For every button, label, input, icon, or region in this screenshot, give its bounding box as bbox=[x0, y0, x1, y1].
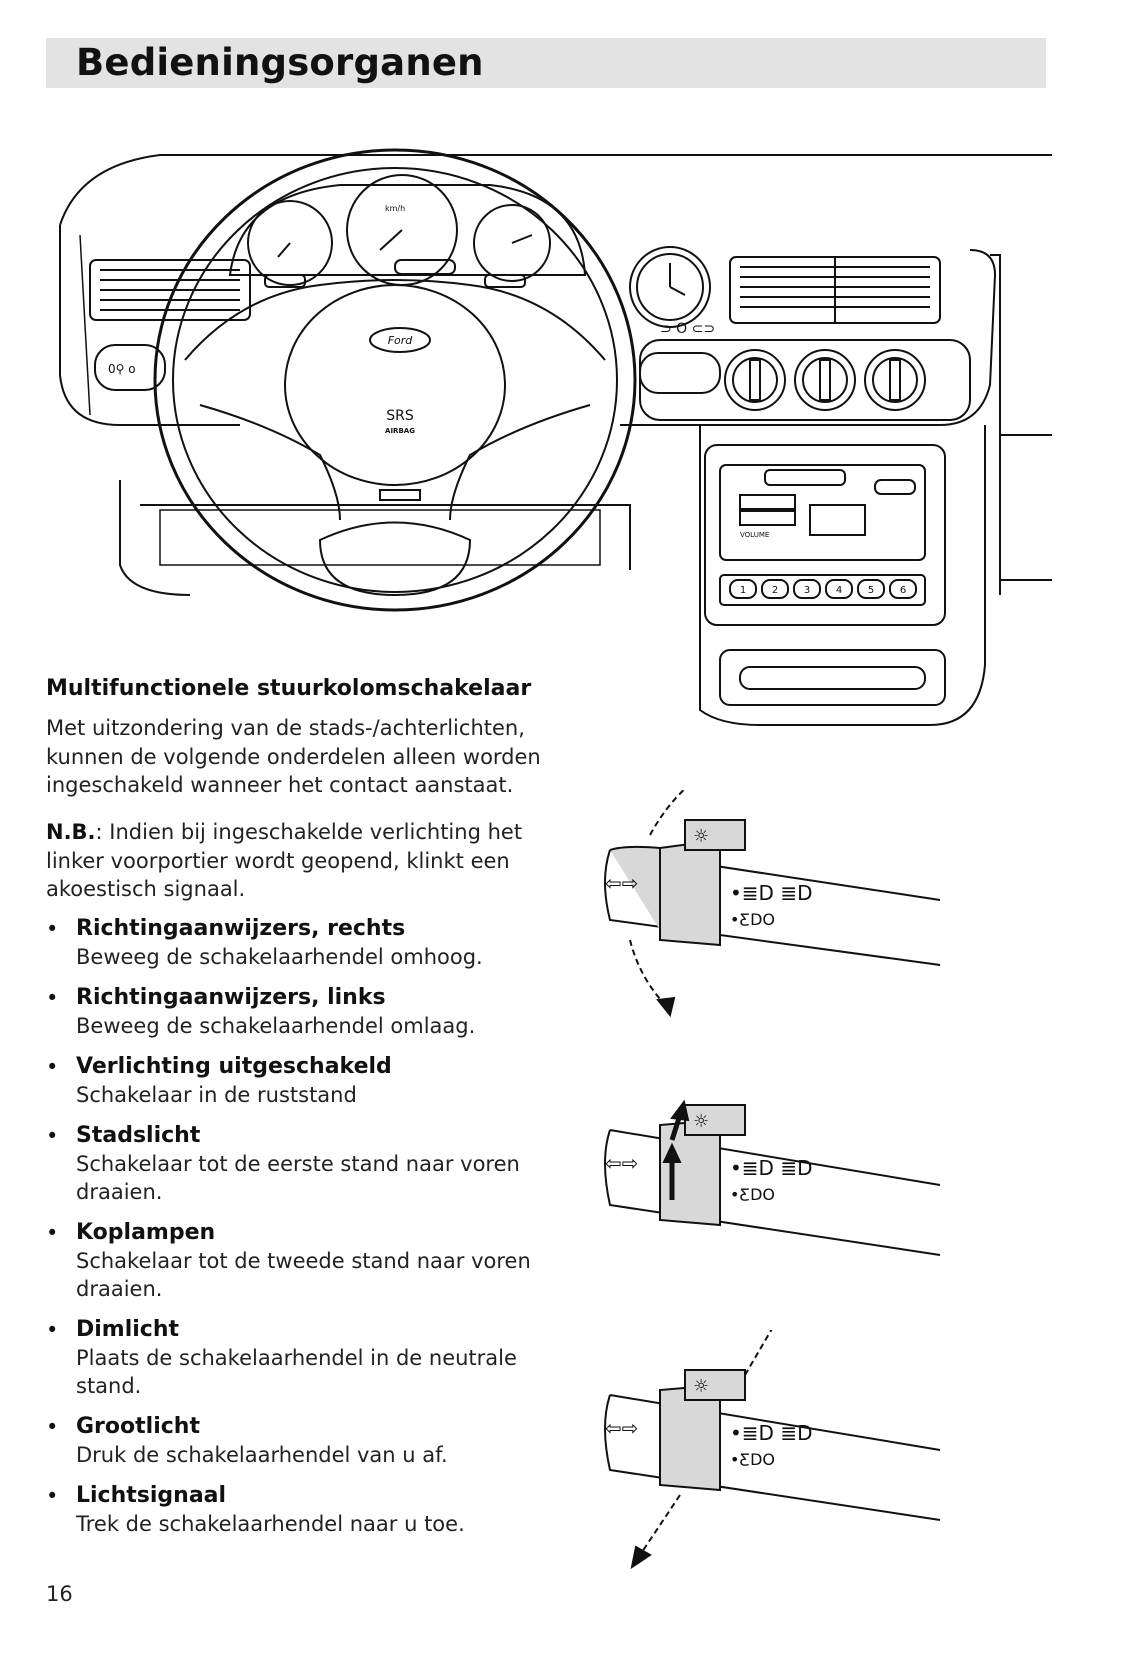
intro-paragraph: Met uitzondering van de stads-/achterlic… bbox=[46, 716, 541, 797]
light-switch bbox=[94, 344, 166, 391]
item-description: Schakelaar tot de eerste stand naar vore… bbox=[76, 1152, 520, 1204]
heater-controls bbox=[639, 339, 971, 421]
item-description: Beweeg de schakelaarhendel omlaag. bbox=[76, 1014, 476, 1038]
radio-preset-button bbox=[793, 579, 821, 599]
airbag-label: AIRBAG bbox=[385, 427, 415, 435]
item-title: Dimlicht bbox=[76, 1317, 180, 1342]
bullet-icon: • bbox=[46, 1415, 59, 1439]
item-description: Druk de schakelaarhendel van u af. bbox=[76, 1443, 448, 1467]
radio-preset-label: 4 bbox=[836, 585, 842, 596]
right-air-vent bbox=[729, 256, 941, 324]
header-bar: Bedieningsorganen bbox=[46, 38, 1046, 88]
item-description: Schakelaar tot de tweede stand naar vore… bbox=[76, 1249, 531, 1301]
svg-text:☼: ☼ bbox=[693, 1376, 709, 1397]
item-description: Trek de schakelaarhendel naar u toe. bbox=[76, 1512, 465, 1536]
ford-logo-text: Ford bbox=[388, 334, 414, 347]
item-description: Beweeg de schakelaarhendel omhoog. bbox=[76, 945, 483, 969]
bullet-icon: • bbox=[46, 917, 59, 941]
svg-text:⇦⇨: ⇦⇨ bbox=[605, 1151, 639, 1175]
item-description: Schakelaar in de ruststand bbox=[76, 1083, 357, 1107]
ford-logo bbox=[369, 327, 431, 353]
note-label: N.B. bbox=[46, 820, 96, 844]
radio-volume-label: VOLUME bbox=[740, 531, 769, 539]
radio-preset-label: 3 bbox=[804, 585, 810, 596]
radio-preset-label: 2 bbox=[772, 585, 778, 596]
radio-preset-button bbox=[889, 579, 917, 599]
page-title: Bedieningsorganen bbox=[76, 41, 484, 84]
bullet-icon: • bbox=[46, 986, 59, 1010]
clock-icon bbox=[629, 246, 711, 328]
note-paragraph: N.B.: Indien bij ingeschakelde verlichti… bbox=[46, 818, 586, 904]
svg-text:⇦⇨: ⇦⇨ bbox=[605, 1416, 639, 1440]
left-air-vent bbox=[89, 259, 251, 321]
svg-text:⇦⇨: ⇦⇨ bbox=[605, 871, 639, 895]
stalk-turn-signal-illustration: ☼ ⇦⇨ •≣D ≣D •ƸDO bbox=[604, 790, 941, 1018]
bullet-icon: • bbox=[46, 1055, 59, 1079]
bullet-icon: • bbox=[46, 1484, 59, 1508]
svg-text:•ƸDO: •ƸDO bbox=[730, 910, 775, 929]
svg-text:⊃ O ⊂⊃: ⊃ O ⊂⊃ bbox=[660, 321, 715, 337]
svg-text:☼: ☼ bbox=[693, 1111, 709, 1132]
instrument-cluster: km/h bbox=[228, 174, 587, 288]
radio-preset-button bbox=[857, 579, 885, 599]
radio-preset-button bbox=[825, 579, 853, 599]
srs-label: SRS bbox=[386, 408, 414, 424]
svg-text:•ƸDO: •ƸDO bbox=[730, 1185, 775, 1204]
svg-text:•≣D ≣D: •≣D ≣D bbox=[730, 1156, 812, 1180]
stalk-high-beam-illustration: ☼ ⇦⇨ •≣D ≣D •ƸDO bbox=[604, 1330, 941, 1570]
section-heading: Multifunctionele stuurkolomschakelaar bbox=[46, 676, 532, 701]
radio-preset-label: 1 bbox=[740, 585, 746, 596]
stalk-light-rotation-illustration: ☼ ⇦⇨ •≣D ≣D •ƸDO bbox=[604, 1099, 941, 1256]
radio-preset-button bbox=[761, 579, 789, 599]
page-number: 16 bbox=[46, 1582, 73, 1606]
radio-preset-label: 6 bbox=[900, 585, 906, 596]
bullet-icon: • bbox=[46, 1124, 59, 1148]
svg-text:•≣D ≣D: •≣D ≣D bbox=[730, 1421, 812, 1445]
speedo-unit: km/h bbox=[385, 204, 405, 213]
bullet-icon: • bbox=[46, 1318, 59, 1342]
svg-text:•ƸDO: •ƸDO bbox=[730, 1450, 775, 1469]
note-text: : Indien bij ingeschakelde verlichting h… bbox=[46, 820, 523, 901]
item-description: Plaats de schakelaarhendel in de neutral… bbox=[76, 1346, 517, 1398]
radio-preset-button bbox=[729, 579, 757, 599]
dashboard-illustration: ⊃ O ⊂⊃ 0⚲ o km/h Ford SRS AIRBAG bbox=[59, 148, 1052, 726]
radio-preset-label: 5 bbox=[868, 585, 874, 596]
item-title: Richtingaanwijzers, rechts bbox=[76, 916, 406, 941]
item-title: Lichtsignaal bbox=[76, 1483, 227, 1508]
svg-text:0⚲ o: 0⚲ o bbox=[108, 362, 136, 376]
item-title: Koplampen bbox=[76, 1220, 216, 1245]
radio-unit: VOLUME 1 2 3 4 5 6 bbox=[704, 444, 946, 626]
item-title: Verlichting uitgeschakeld bbox=[76, 1054, 392, 1079]
svg-text:•≣D ≣D: •≣D ≣D bbox=[730, 881, 812, 905]
item-title: Richtingaanwijzers, links bbox=[76, 985, 386, 1010]
svg-text:☼: ☼ bbox=[693, 826, 709, 847]
bullet-icon: • bbox=[46, 1221, 59, 1245]
item-title: Grootlicht bbox=[76, 1414, 200, 1439]
steering-wheel: Ford SRS AIRBAG bbox=[153, 148, 637, 612]
item-title: Stadslicht bbox=[76, 1123, 201, 1148]
